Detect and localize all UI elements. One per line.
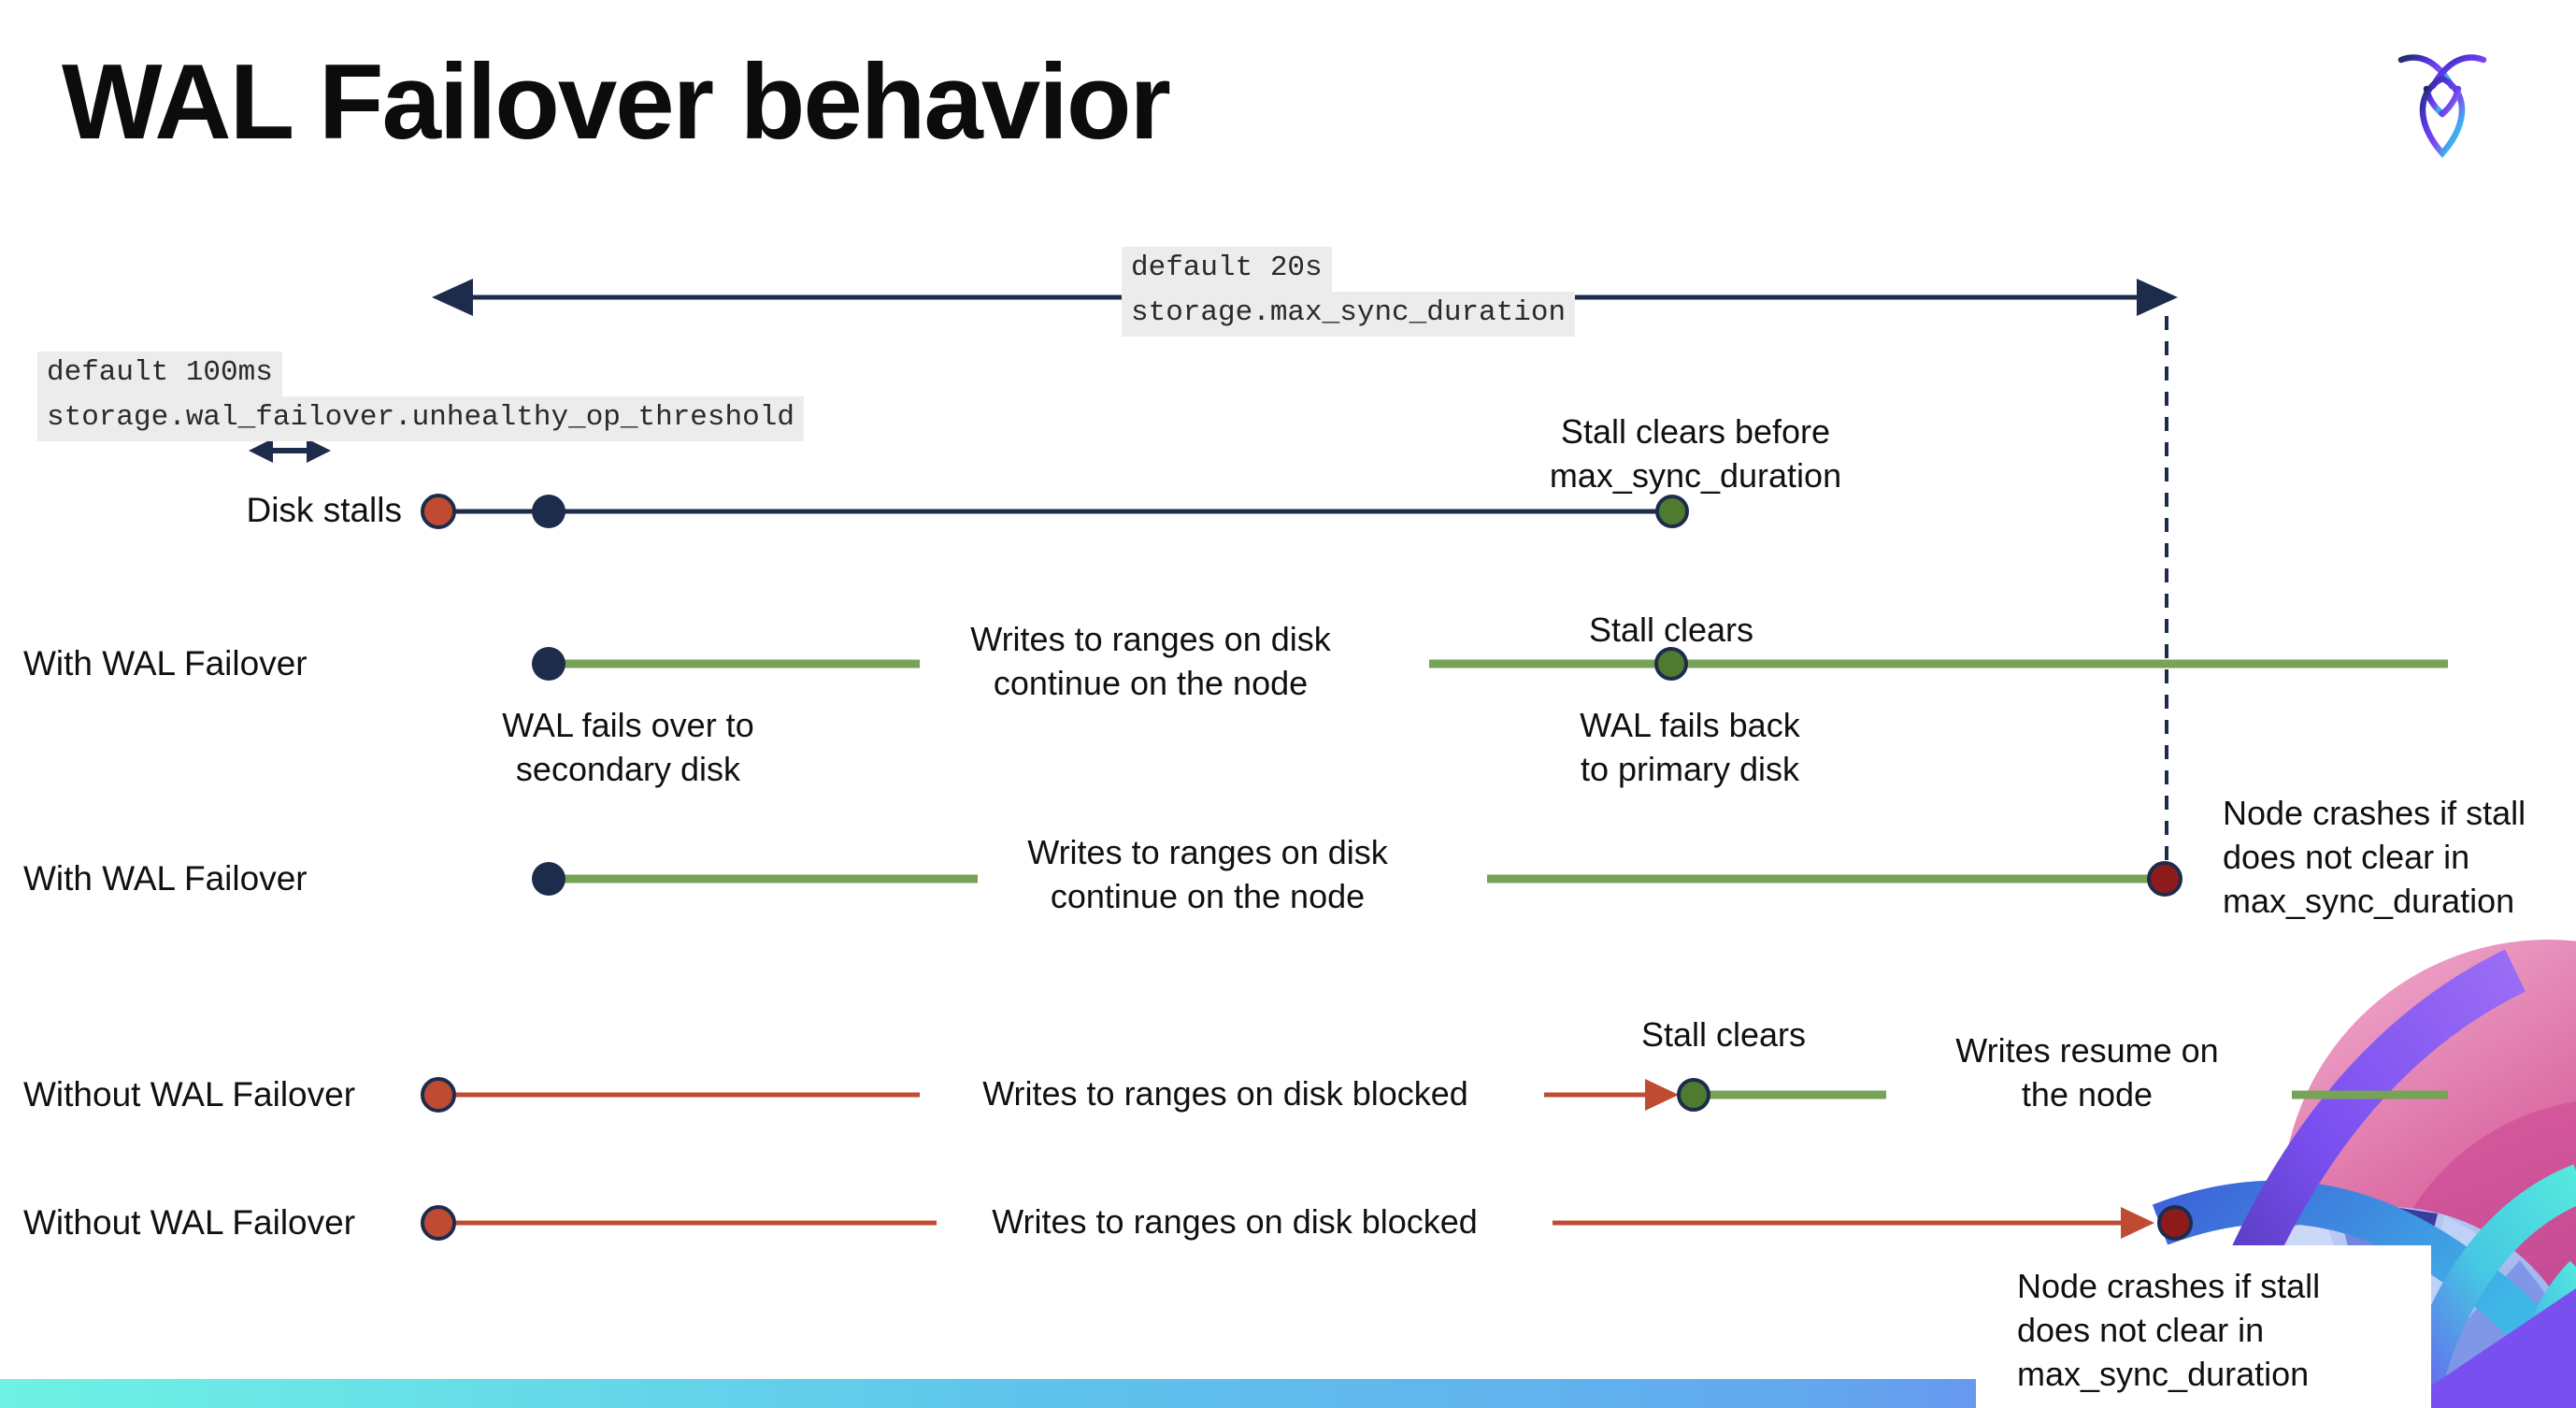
- wal1-stall-clears-dot: [1654, 647, 1688, 681]
- row-label-disk-stalls: Disk stalls: [246, 491, 402, 529]
- purple-corner-shape: [2398, 1288, 2576, 1408]
- disk-stall-start-dot: [421, 494, 456, 529]
- writes-blocked-label-2: Writes to ranges on disk blocked: [992, 1202, 1478, 1241]
- blue-arc: [2152, 1180, 2573, 1371]
- unhealthy-op-threshold-setting-label: default 100ms storage.wal_failover.unhea…: [37, 352, 804, 441]
- wal-fails-back-label: WAL fails back to primary disk: [1580, 706, 1800, 788]
- writes-continue-label-2: Writes to ranges on disk continue on the…: [1027, 833, 1388, 915]
- wal1-failover-dot: [532, 647, 565, 681]
- row-label-with-wal-2: With WAL Failover: [23, 859, 308, 898]
- page-title: WAL Failover behavior: [62, 43, 1171, 162]
- node-crashes-label-2: Node crashes if stall does not clear in …: [2017, 1267, 2321, 1393]
- stall-clears-dot: [1655, 495, 1689, 528]
- row-label-with-wal-1: With WAL Failover: [23, 644, 308, 682]
- max-sync-default-value: default 20s: [1122, 247, 1332, 292]
- cockroachdb-logo-icon: [2397, 54, 2487, 158]
- arrow-head-left-small: [249, 438, 273, 463]
- threshold-setting-name: storage.wal_failover.unhealthy_op_thresh…: [37, 396, 804, 441]
- threshold-default-value: default 100ms: [37, 352, 282, 396]
- max-sync-setting-name: storage.max_sync_duration: [1122, 292, 1576, 337]
- stall-clears-label-1: Stall clears: [1588, 611, 1754, 649]
- nowal1-stall-clears-dot: [1677, 1078, 1710, 1112]
- node-crashes-label-1: Node crashes if stall does not clear in …: [2223, 794, 2526, 920]
- nowal1-red-arrow-head: [1645, 1079, 1679, 1111]
- node-crash-callout-box: Node crashes if stall does not clear in …: [1976, 1245, 2431, 1408]
- arrow-head-left: [432, 279, 473, 316]
- row-label-without-wal-2: Without WAL Failover: [23, 1203, 356, 1242]
- stall-clears-label-2: Stall clears: [1640, 1015, 1807, 1054]
- row-label-without-wal-1: Without WAL Failover: [23, 1075, 356, 1113]
- max-sync-duration-setting-label: default 20s storage.max_sync_duration: [1122, 247, 1576, 337]
- arrow-head-right-small: [307, 438, 331, 463]
- arrow-head-right: [2137, 279, 2178, 316]
- nowal2-stall-start-dot: [421, 1205, 456, 1241]
- nowal1-stall-start-dot: [421, 1077, 456, 1113]
- wal-fails-over-label: WAL fails over to secondary disk: [502, 706, 754, 788]
- wal2-failover-dot: [532, 862, 565, 896]
- writes-resume-label: Writes resume on the node: [1955, 1031, 2219, 1113]
- wal2-crash-dot: [2147, 861, 2182, 897]
- writes-blocked-label-1: Writes to ranges on disk blocked: [982, 1074, 1468, 1113]
- stall-clears-before-label: Stall clears before max_sync_duration: [1549, 412, 1842, 495]
- writes-continue-label-1: Writes to ranges on disk continue on the…: [970, 620, 1331, 702]
- threshold-reached-dot: [532, 495, 565, 528]
